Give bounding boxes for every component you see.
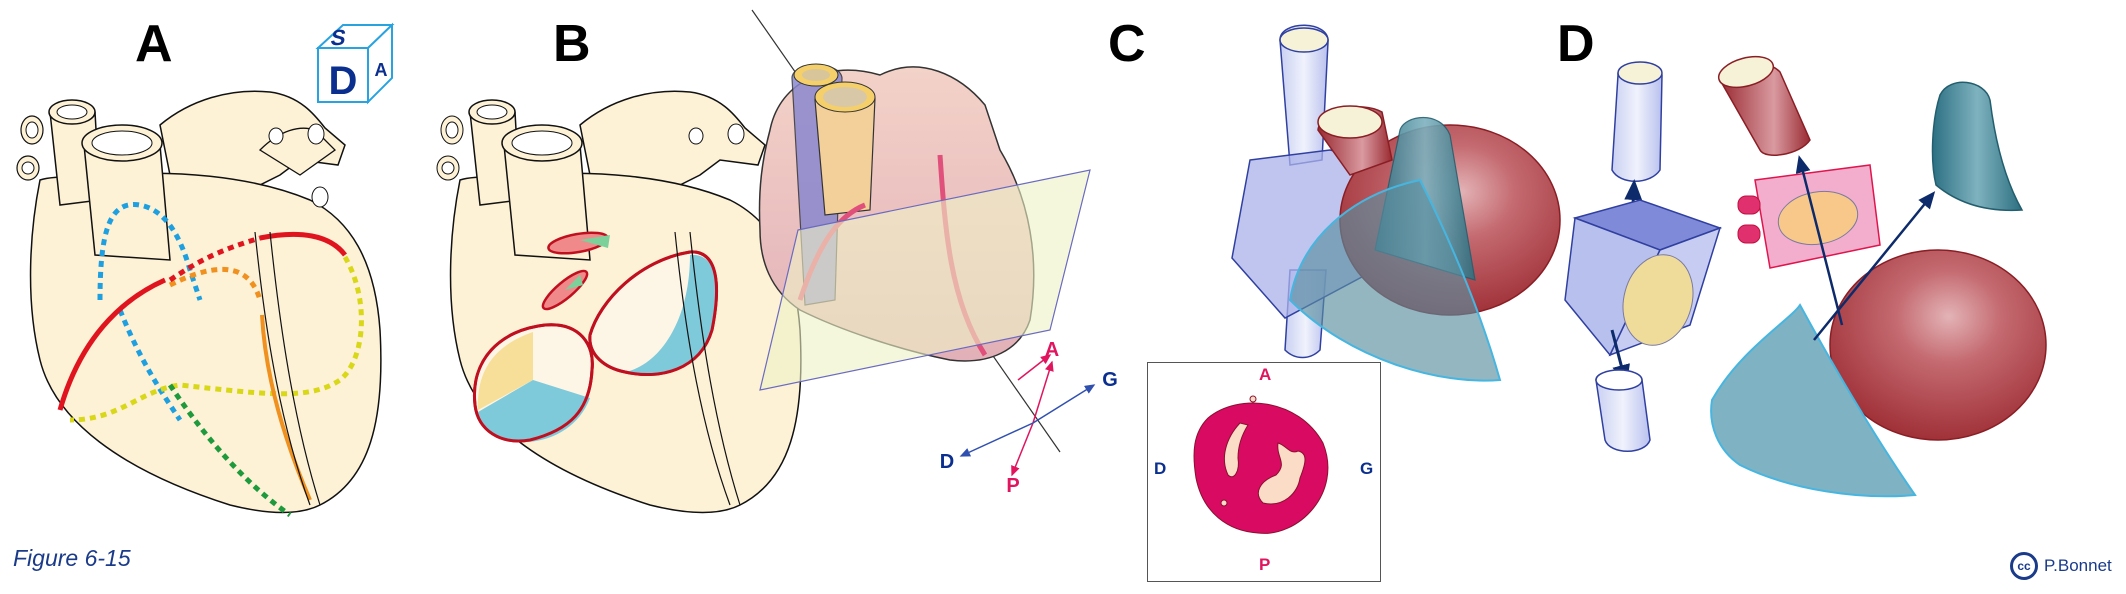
axis-label-p: P [1006, 475, 1019, 497]
axis-left [1032, 384, 1096, 424]
author-name: P.Bonnet [2044, 556, 2112, 575]
author-credit: cc P.Bonnet [2010, 552, 2112, 580]
panel-label-c: C [1108, 15, 1146, 73]
cube-face-d: D [329, 59, 358, 103]
panel-c-heart: A P G D [751, 9, 1118, 497]
inset-label-left: G [1360, 459, 1374, 478]
panel-a-heart [16, 90, 382, 518]
axis-anterior [1017, 354, 1052, 381]
orientation-cube: S D A [315, 22, 395, 105]
inset-label-anterior: A [1259, 365, 1272, 384]
panel-label-d: D [1557, 15, 1595, 73]
panel-d-exploded [1564, 55, 2047, 498]
figure-caption: Figure 6-15 [13, 545, 131, 571]
inset-label-right: D [1154, 459, 1167, 478]
axis-posterior [1011, 422, 1034, 477]
panel-b-heart [436, 90, 802, 514]
cross-section-drawing [1193, 395, 1329, 534]
panel-label-b: B [553, 15, 591, 73]
creative-commons-icon: cc [2010, 552, 2038, 580]
inset-label-posterior: P [1259, 555, 1271, 574]
panel-label-a: A [135, 15, 173, 73]
axis-label-d: D [940, 451, 954, 473]
panel-c-assembled-model [1231, 24, 1561, 382]
cross-section-inset: A P D G [1147, 362, 1381, 582]
axis-right [959, 422, 1034, 457]
axis-label-a: A [1045, 339, 1059, 361]
section-plane [759, 169, 1091, 391]
cube-face-s: S [329, 25, 348, 50]
cube-face-a: A [375, 60, 388, 80]
axis-label-g: G [1102, 369, 1118, 391]
